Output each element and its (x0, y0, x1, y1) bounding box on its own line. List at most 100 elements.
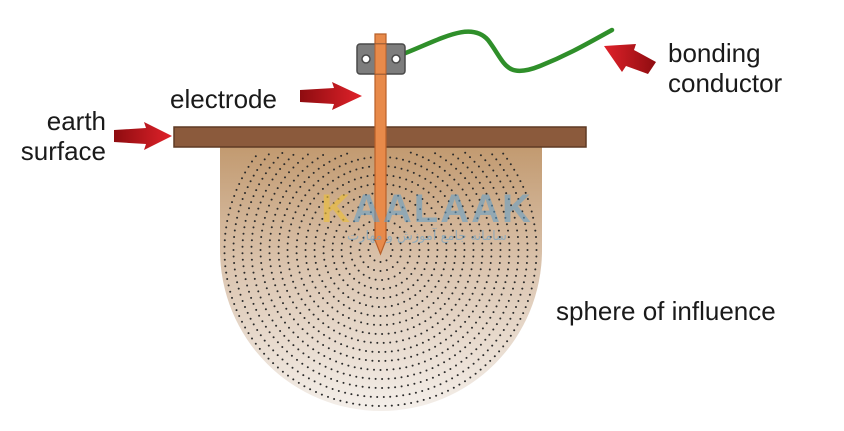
influence-dot (433, 385, 436, 388)
influence-dot (273, 192, 276, 195)
influence-dot (364, 404, 367, 407)
influence-dot (280, 316, 283, 319)
influence-dot (471, 310, 474, 313)
influence-dot (409, 151, 412, 154)
influence-dot (328, 290, 331, 293)
influence-dot (417, 362, 420, 365)
influence-dot (454, 255, 457, 258)
influence-dot (358, 302, 361, 305)
influence-dot (227, 284, 230, 287)
influence-dot (345, 267, 348, 270)
influence-dot (345, 230, 348, 233)
influence-dot (307, 229, 310, 232)
influence-dot (251, 265, 254, 268)
influence-dot (443, 303, 446, 305)
influence-dot (525, 236, 528, 238)
influence-dot (334, 157, 337, 160)
influence-dot (288, 326, 290, 329)
influence-dot (436, 242, 439, 245)
influence-dot (454, 194, 457, 197)
influence-dot (301, 340, 304, 343)
influence-dot (369, 296, 372, 298)
influence-dot (283, 163, 286, 166)
influence-dot (347, 201, 350, 204)
influence-dot (464, 346, 467, 349)
influence-dot (330, 377, 333, 380)
influence-dot (362, 261, 365, 264)
influence-dot (412, 284, 415, 287)
influence-dot (502, 210, 505, 213)
influence-dot (525, 268, 528, 271)
influence-dot (394, 331, 397, 334)
influence-dot (337, 300, 340, 302)
influence-dot (249, 180, 252, 183)
influence-dot (286, 242, 289, 245)
influence-dot (241, 177, 243, 180)
influence-dot (465, 356, 468, 359)
influence-dot (271, 319, 274, 322)
influence-dot (443, 328, 446, 331)
influence-dot (441, 351, 444, 354)
influence-dot (356, 394, 359, 397)
influence-dot (535, 236, 537, 238)
influence-dot (394, 377, 397, 380)
influence-dot (344, 162, 347, 165)
influence-dot (473, 160, 476, 163)
influence-dot (312, 326, 315, 329)
influence-dot (408, 200, 411, 203)
influence-dot (316, 157, 319, 160)
influence-dot (524, 191, 527, 194)
influence-dot (362, 224, 365, 227)
influence-dot (491, 293, 493, 296)
influence-dot (414, 162, 417, 165)
influence-dot (402, 394, 405, 397)
influence-dot (444, 261, 447, 264)
influence-dot (354, 188, 357, 190)
influence-dot (390, 404, 393, 407)
influence-dot (509, 317, 512, 320)
influence-dot (390, 350, 393, 353)
influence-dot (492, 169, 495, 172)
influence-dot (440, 206, 443, 208)
influence-dot (474, 211, 477, 214)
influence-dot (389, 286, 392, 289)
influence-dot (435, 394, 438, 397)
influence-dot (239, 204, 242, 207)
influence-dot (391, 249, 394, 251)
influence-dot (508, 255, 511, 258)
influence-dot (292, 166, 295, 169)
influence-dot (504, 281, 507, 284)
influence-dot (476, 280, 479, 283)
influence-dot (373, 323, 375, 326)
influence-dot (307, 356, 310, 359)
influence-dot (472, 249, 475, 251)
influence-dot (343, 324, 346, 327)
influence-dot (358, 216, 361, 219)
influence-dot (451, 377, 454, 380)
influence-dot (405, 178, 408, 181)
influence-dot (498, 236, 501, 238)
influence-dot (517, 198, 520, 200)
influence-dot (248, 207, 250, 210)
influence-dot (510, 293, 512, 296)
influence-dot (512, 186, 515, 189)
influence-dot (292, 153, 295, 156)
influence-dot (312, 369, 315, 372)
influence-dot (297, 161, 299, 164)
influence-dot (451, 229, 454, 232)
influence-dot (227, 213, 230, 216)
influence-dot (261, 320, 264, 323)
influence-dot (278, 232, 281, 235)
influence-dot (421, 390, 424, 392)
influence-dot (526, 242, 529, 245)
influence-dot (272, 161, 275, 164)
influence-dot (274, 284, 277, 287)
influence-dot (427, 242, 430, 245)
influence-dot (332, 179, 334, 182)
influence-dot (488, 198, 491, 201)
influence-dot (412, 171, 415, 174)
influence-dot (475, 176, 477, 179)
influence-dot (522, 312, 525, 315)
influence-dot (288, 184, 291, 187)
influence-dot (444, 236, 447, 239)
